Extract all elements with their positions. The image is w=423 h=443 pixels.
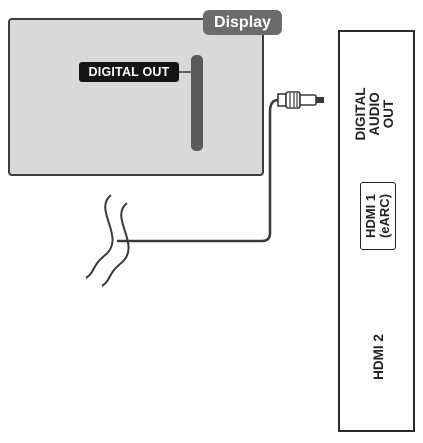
audio-device-panel bbox=[338, 30, 415, 432]
optical-plug-icon bbox=[277, 91, 324, 109]
optical-port-slot bbox=[191, 55, 203, 151]
cable-break-icon bbox=[85, 194, 130, 287]
display-device bbox=[8, 18, 264, 176]
optical-cable-icon bbox=[116, 98, 280, 243]
digital-out-label: DIGITAL OUT bbox=[79, 62, 179, 82]
display-tag: Display bbox=[203, 10, 282, 35]
